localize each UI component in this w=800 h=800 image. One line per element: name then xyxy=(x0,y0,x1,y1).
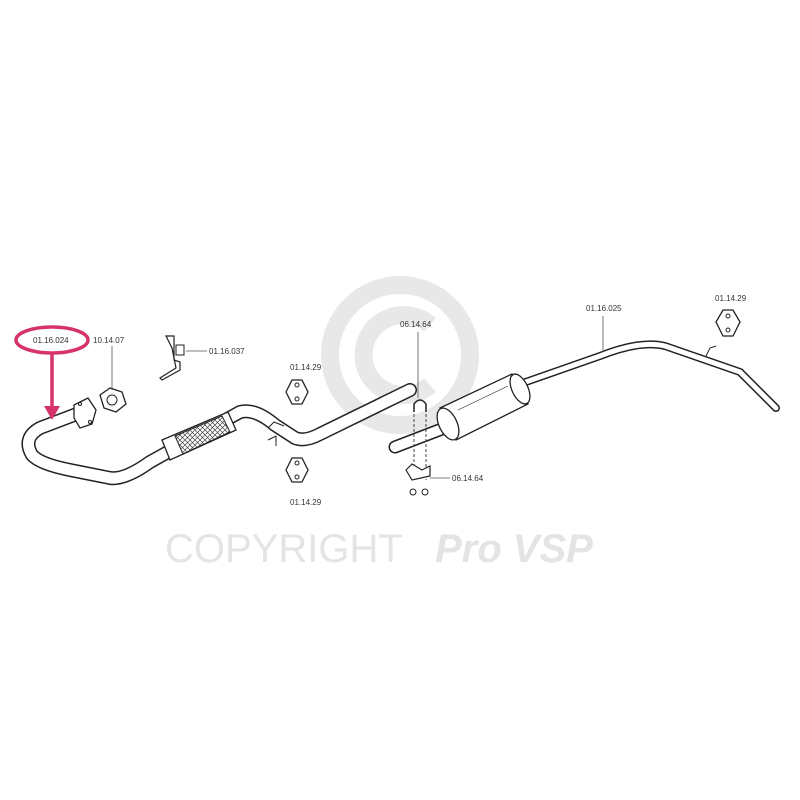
highlight-callout xyxy=(14,325,90,420)
label-gasket: 10.14.07 xyxy=(93,336,125,345)
rear-section xyxy=(388,340,780,454)
label-bracket: 01.16.037 xyxy=(209,347,245,356)
front-pipe xyxy=(21,383,417,486)
u-bolt-clamp xyxy=(413,332,427,480)
hanger-upper-mid xyxy=(285,379,309,405)
flex-joint xyxy=(161,411,237,461)
label-hanger-lower-mid: 01.14.29 xyxy=(290,498,322,507)
label-front-pipe: 01.16.024 xyxy=(33,336,69,345)
bracket-part xyxy=(159,335,207,381)
watermark-brand-text: Pro VSP xyxy=(435,527,593,571)
label-saddle-clamp: 06.14.64 xyxy=(452,474,484,483)
hanger-rear xyxy=(715,309,741,337)
front-flange xyxy=(73,397,97,429)
hanger-lower-mid xyxy=(285,457,309,483)
label-hanger-rear: 01.14.29 xyxy=(715,294,747,303)
label-u-bolt-clamp: 06.14.64 xyxy=(400,320,432,329)
label-rear-section: 01.16.025 xyxy=(586,304,622,313)
arrow-head-icon xyxy=(44,406,60,420)
watermark-copyright-text: COPYRIGHT xyxy=(165,527,403,571)
saddle-clamp xyxy=(405,463,450,496)
muffler xyxy=(436,373,531,441)
gasket-part xyxy=(99,346,127,413)
label-hanger-upper-mid: 01.14.29 xyxy=(290,363,322,372)
